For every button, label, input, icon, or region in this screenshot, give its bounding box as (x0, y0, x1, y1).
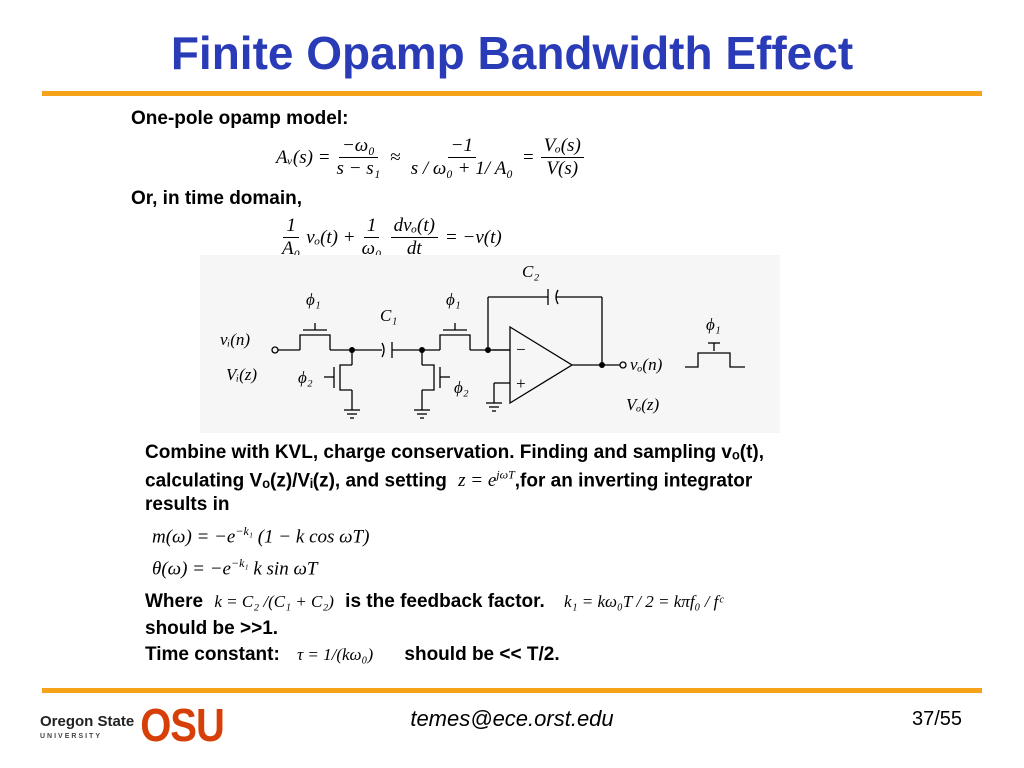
phi1-label-2: ϕ₁ (446, 290, 461, 309)
where-label: Where (145, 591, 204, 612)
eq2-term1: vₒ(t) + (306, 226, 356, 248)
z-expr-exp: jωT (496, 468, 515, 482)
eq1-fraction-3: Vₒ(s) V(s) (540, 135, 584, 180)
time-constant-label: Time constant: (145, 644, 280, 665)
one-pole-heading: One-pole opamp model: (131, 108, 349, 129)
should-be-2: should be << T/2. (404, 644, 560, 665)
eq1-f1-num: −ω₀ (338, 135, 378, 158)
eq2-f3-den: dt (406, 238, 422, 259)
magnitude-equation: m(ω) = −e−k₁ (1 − k cos ωT) (152, 524, 369, 548)
switch-phi1-input (299, 323, 331, 350)
eq1-f3-den: V(s) (546, 158, 579, 179)
theta-eq-rest: k sin ωT (253, 558, 318, 580)
eq2-rhs: = −v(t) (444, 226, 502, 248)
eq2-fraction-1: 1 A₀ (279, 215, 303, 260)
eq2-f2-den: ω₀ (361, 238, 382, 259)
opamp-gain-equation: Aᵥ(s) = −ω₀ s − s₁ ≈ −1 s / ω₀ + 1/ A₀ =… (276, 135, 587, 180)
c2-label: C₂ (522, 262, 539, 281)
theta-eq-exp: −k₁ (230, 556, 249, 570)
node-dot-1 (349, 347, 355, 353)
z-expression: z = ejωT (458, 468, 515, 492)
capacitor-c2 (487, 289, 603, 365)
clock-waveform-phi1 (685, 342, 745, 368)
combine-line-2: calculating Vₒ(z)/Vᵢ(z), and setting z =… (145, 468, 752, 492)
top-divider (42, 91, 982, 96)
time-constant-line: Time constant: τ = 1/(kω₀) should be << … (145, 644, 560, 666)
m-eq-base: m(ω) = −e (152, 526, 236, 548)
eq1-f3-num: Vₒ(s) (540, 135, 584, 158)
switch-phi1-second (439, 323, 471, 350)
vout-label: vₒ(n) (630, 355, 663, 374)
eq1-f2-den: s / ω₀ + 1/ A₀ (410, 158, 513, 179)
Vin-label: Vᵢ(z) (226, 365, 257, 384)
eq2-f1-den: A₀ (282, 238, 301, 259)
logo-university: UNIVERSITY (40, 732, 103, 740)
combine-line-3: results in (145, 494, 230, 515)
logo-name: Oregon State (40, 712, 135, 730)
vin-label: vᵢ(n) (220, 330, 250, 349)
node-dot-3 (485, 347, 491, 353)
node-dot-2 (419, 347, 425, 353)
bottom-divider (42, 688, 982, 693)
switch-phi2-left (324, 350, 360, 419)
eq1-approx: ≈ (390, 146, 401, 168)
eq2-f1-num: 1 (283, 215, 299, 238)
phase-equation: θ(ω) = −e−k₁ k sin ωT (152, 556, 317, 580)
eq1-f1-den: s − s₁ (336, 158, 381, 179)
combine-line-2a: calculating Vₒ(z)/Vᵢ(z), and setting (145, 470, 447, 492)
switch-phi2-right (414, 350, 450, 419)
time-domain-heading: Or, in time domain, (131, 188, 303, 209)
c1-label: C₁ (380, 306, 397, 325)
capacitor-c1 (381, 342, 422, 358)
opamp (486, 325, 627, 412)
eq1-equals: = (522, 146, 534, 168)
eq2-f3-num: dvₒ(t) (390, 215, 438, 238)
node-dot-out (599, 362, 605, 368)
eq2-f2-num: 1 (363, 215, 380, 238)
phi2-label-2: ϕ₂ (454, 378, 469, 397)
opamp-minus: − (515, 340, 526, 359)
m-eq-exp: −k₁ (235, 524, 253, 538)
eq2-fraction-3: dvₒ(t) dt (390, 215, 438, 260)
k-expression: k = C₂ /(C₁ + C₂) (214, 592, 334, 611)
footer-email: temes@ece.orst.edu (410, 706, 614, 731)
sc-integrator-circuit: ϕ₁ ϕ₁ ϕ₁ ϕ₂ ϕ₂ C₁ C₂ vᵢ(n) Vᵢ(z) vₒ(n) V… (200, 255, 780, 433)
should-be-1: should be >>1. (145, 618, 279, 639)
phi1-label-1: ϕ₁ (306, 290, 321, 309)
page-number: 37/55 (912, 708, 963, 730)
combine-line-1: Combine with KVL, charge conservation. F… (145, 442, 765, 463)
osu-logo: Oregon State UNIVERSITY OSU (40, 700, 225, 751)
combine-line-2b: ,for an inverting integrator (514, 470, 753, 492)
theta-eq-base: θ(ω) = −e (152, 558, 231, 580)
where-line: Where k = C₂ /(C₁ + C₂) is the feedback … (145, 591, 723, 613)
m-eq-rest: (1 − k cos ωT) (257, 526, 370, 548)
opamp-plus: + (515, 374, 526, 393)
z-expr-base: z = e (458, 470, 497, 492)
feedback-text: is the feedback factor. (345, 591, 545, 612)
logo-text: Oregon State UNIVERSITY (40, 713, 134, 740)
circuit-background (200, 255, 780, 433)
Vout-label: Vₒ(z) (626, 395, 660, 414)
eq1-fraction-2: −1 s / ω₀ + 1/ A₀ (408, 135, 516, 180)
k1-expression: k₁ = kω₀T / 2 = kπf₀ / fᶜ (564, 592, 723, 611)
phi2-label-1: ϕ₂ (298, 368, 313, 387)
eq1-lhs: Aᵥ(s) = (276, 146, 331, 168)
eq1-fraction-1: −ω₀ s − s₁ (334, 135, 384, 180)
tau-expression: τ = 1/(kω₀) (297, 645, 374, 664)
phi1-label-clock: ϕ₁ (706, 315, 721, 334)
time-domain-equation: 1 A₀ vₒ(t) + 1 ω₀ dvₒ(t) dt = −v(t) (276, 215, 502, 260)
eq2-fraction-2: 1 ω₀ (359, 215, 385, 260)
slide-title: Finite Opamp Bandwidth Effect (170, 27, 854, 79)
eq1-f2-num: −1 (447, 135, 476, 158)
logo-osu-mark: OSU (140, 700, 225, 751)
